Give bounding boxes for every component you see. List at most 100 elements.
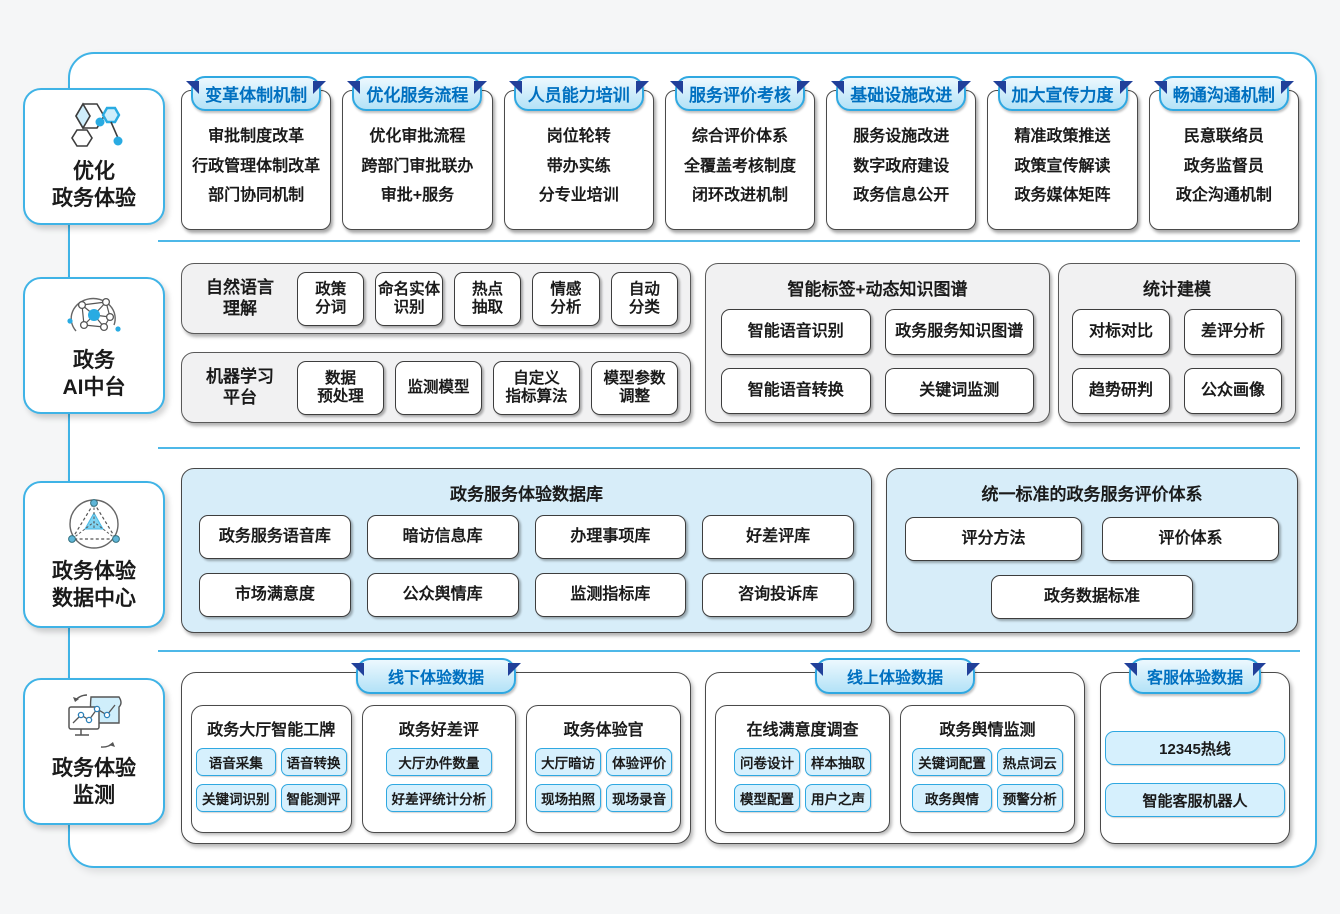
measure-card-process: 优化服务流程 优化审批流程 跨部门审批联办 审批+服务 (342, 76, 493, 230)
measure-item: 带办实练 (546, 157, 611, 175)
satisfaction-survey-card: 在线满意度调查 问卷设计 样本抽取 模型配置 用户之声 (715, 705, 890, 833)
sub-card-title: 政务好差评 (398, 722, 479, 739)
db-box: 暗访信息库 (366, 515, 519, 559)
measure-item: 政企沟通机制 (1175, 187, 1272, 205)
chip: 样本抽取 (805, 748, 871, 776)
eval-box: 评价体系 (1102, 517, 1279, 561)
card-tab: 基础设施改进 (831, 76, 972, 111)
ml-box: 数据 预处理 (297, 360, 384, 415)
card-tab: 优化服务流程 (347, 76, 488, 111)
chip: 语音采集 (196, 748, 276, 776)
sub-card-title: 政务大厅智能工牌 (207, 722, 336, 739)
offline-data-panel: 线下体验数据 政务大厅智能工牌 语音采集 语音转换 关键词识别 智能测评 政务好… (181, 658, 691, 844)
chip: 问卷设计 (734, 748, 800, 776)
nlp-box: 命名实体 识别 (375, 271, 443, 326)
measure-item: 政务媒体矩阵 (1014, 187, 1111, 205)
db-box: 办理事项库 (534, 515, 687, 559)
db-box: 市场满意度 (199, 573, 351, 617)
panel-title: 统一标准的政务服务评价体系 (981, 485, 1203, 504)
chip: 热点词云 (996, 748, 1063, 776)
ml-box: 模型参数 调整 (591, 360, 678, 415)
kg-box: 关键词监测 (884, 368, 1034, 414)
chip: 政务舆情 (912, 784, 992, 812)
evaluation-system-panel: 统一标准的政务服务评价体系 评分方法 评价体系 政务数据标准 (886, 468, 1298, 633)
knowledge-graph-panel: 智能标签+动态知识图谱 智能语音识别 政务服务知识图谱 智能语音转换 关键词监测 (705, 263, 1050, 423)
measure-item: 数字政府建设 (853, 157, 950, 175)
node-optimize-experience: 优化 政务体验 (23, 88, 165, 225)
panel-title: 智能标签+动态知识图谱 (787, 280, 968, 299)
measure-item: 民意联络员 (1183, 128, 1264, 146)
chip: 现场拍照 (535, 784, 602, 812)
kg-box: 智能语音识别 (721, 309, 871, 355)
chip: 体验评价 (606, 748, 673, 776)
card-tab: 畅通沟通机制 (1153, 76, 1294, 111)
measure-item: 部门协同机制 (208, 187, 305, 205)
service-data-panel: 客服体验数据 12345热线 智能客服机器人 (1100, 658, 1290, 844)
node-label: 政务体验 监测 (52, 757, 136, 807)
node-label: 政务 AI中台 (62, 349, 126, 399)
measure-item: 精准政策推送 (1014, 128, 1111, 146)
eval-box: 政务数据标准 (991, 575, 1193, 619)
stat-box: 公众画像 (1184, 368, 1282, 414)
chip: 大厅暗访 (535, 748, 602, 776)
smart-badge-card: 政务大厅智能工牌 语音采集 语音转换 关键词识别 智能测评 (191, 705, 352, 833)
node-ai-platform: 政务 AI中台 (23, 277, 165, 414)
chip: 关键词配置 (912, 748, 992, 776)
nlp-panel: 自然语言 理解 政策 分词 命名实体 识别 热点 抽取 情感 分析 自动 分类 (181, 263, 691, 334)
kg-box: 政务服务知识图谱 (884, 309, 1034, 355)
db-box: 咨询投诉库 (702, 573, 854, 617)
measure-card-infrastructure: 基础设施改进 服务设施改进 数字政府建设 政务信息公开 (826, 76, 977, 230)
nlp-box: 自动 分类 (610, 271, 679, 326)
robot-chip: 智能客服机器人 (1105, 783, 1285, 817)
measure-item: 服务设施改进 (853, 128, 950, 146)
measure-item: 闭环改进机制 (691, 187, 788, 205)
nlp-box: 政策 分词 (297, 271, 365, 326)
panel-tab: 线上体验数据 (809, 658, 981, 694)
sub-card-title: 政务体验官 (563, 722, 644, 739)
hotline-chip: 12345热线 (1105, 731, 1285, 765)
chip: 大厅办件数量 (385, 748, 493, 776)
panel-title: 政务服务体验数据库 (450, 485, 603, 504)
network-graph-icon (67, 297, 121, 332)
panel-title: 统计建模 (1143, 280, 1211, 299)
measure-card-publicity: 加大宣传力度 精准政策推送 政策宣传解读 政务媒体矩阵 (987, 76, 1138, 230)
stat-box: 趋势研判 (1072, 368, 1170, 414)
node-label: 优化 政务体验 (52, 160, 136, 210)
measure-card-reform: 变革体制机制 审批制度改革 行政管理体制改革 部门协同机制 (181, 76, 332, 230)
card-tab: 服务评价考核 (669, 76, 810, 111)
nlp-label: 自然语言 理解 (206, 278, 274, 318)
section-divider (158, 650, 1300, 652)
nlp-box: 情感 分析 (532, 271, 600, 326)
section-divider (158, 447, 1300, 449)
db-box: 监测指标库 (534, 573, 687, 617)
sub-card-title: 在线满意度调查 (746, 722, 859, 739)
node-experience-monitoring: 政务体验 监测 (23, 678, 165, 825)
ml-panel: 机器学习 平台 数据 预处理 监测模型 自定义 指标算法 模型参数 调整 (181, 352, 691, 423)
monitor-chart-icon (68, 694, 122, 748)
measure-item: 综合评价体系 (691, 128, 788, 146)
panel-tab: 客服体验数据 (1123, 658, 1267, 694)
kg-box: 智能语音转换 (721, 368, 871, 414)
measure-item: 全覆盖考核制度 (683, 157, 796, 175)
node-experience-data-center: 政务体验 数据中心 (23, 481, 165, 628)
measure-item: 审批+服务 (380, 187, 455, 205)
section-divider (158, 240, 1300, 242)
online-data-panel: 线上体验数据 在线满意度调查 问卷设计 样本抽取 模型配置 用户之声 政务舆情监… (705, 658, 1085, 844)
measure-card-communication: 畅通沟通机制 民意联络员 政务监督员 政企沟通机制 (1148, 76, 1299, 230)
measure-item: 政务监督员 (1183, 157, 1264, 175)
card-tab: 变革体制机制 (186, 76, 327, 111)
measure-card-assessment: 服务评价考核 综合评价体系 全覆盖考核制度 闭环改进机制 (664, 76, 816, 230)
chip: 智能测评 (280, 784, 347, 812)
chip: 语音转换 (280, 748, 347, 776)
measure-item: 跨部门审批联办 (361, 157, 474, 175)
experience-officer-card: 政务体验官 大厅暗访 体验评价 现场拍照 现场录音 (526, 705, 681, 833)
db-box: 政务服务语音库 (199, 515, 351, 559)
rating-card: 政务好差评 大厅办件数量 好差评统计分析 (361, 705, 517, 833)
chip: 预警分析 (996, 784, 1063, 812)
hexagon-molecule-icon (71, 102, 123, 147)
data-triangle-icon (68, 499, 120, 549)
chip: 关键词识别 (196, 784, 276, 812)
experience-database-panel: 政务服务体验数据库 政务服务语音库 暗访信息库 办理事项库 好差评库 市场满意度… (181, 468, 872, 633)
measure-item: 优化审批流程 (369, 128, 466, 146)
